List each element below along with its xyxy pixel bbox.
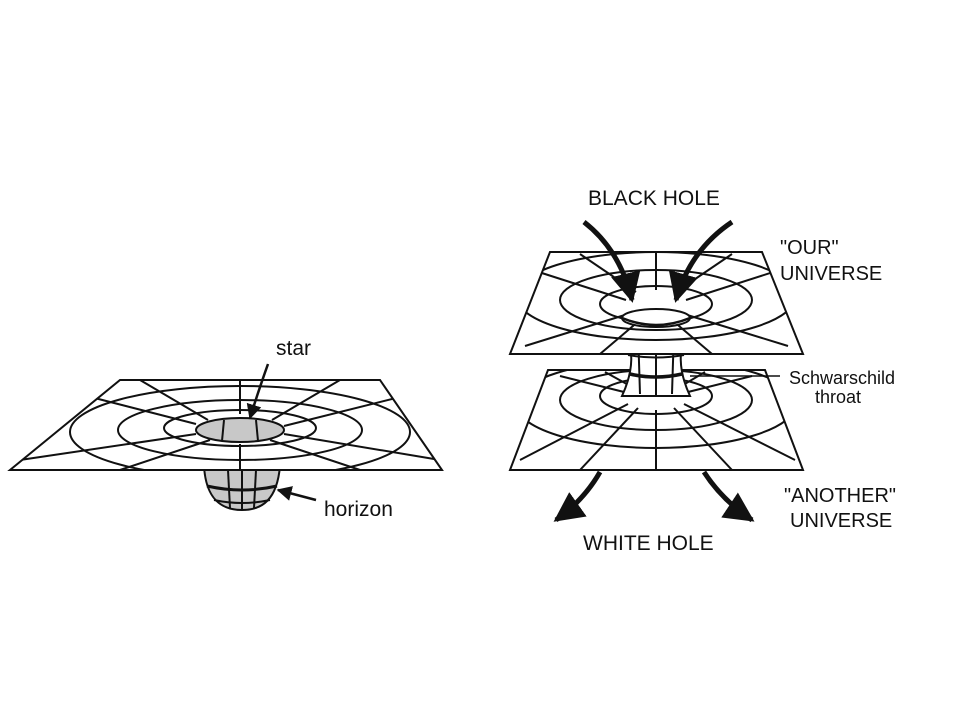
star-arrow xyxy=(246,363,270,420)
star-spacetime-diagram xyxy=(7,363,444,512)
throat-label-line1: Schwarschild xyxy=(789,368,895,388)
another-universe-label-line2: UNIVERSE xyxy=(790,510,892,532)
black-hole-arrow-right xyxy=(668,219,734,303)
horizon-bulb xyxy=(202,465,282,512)
wormhole-diagram xyxy=(508,219,805,523)
our-universe-label-line1: "OUR" xyxy=(780,237,839,259)
black-hole-label: BLACK HOLE xyxy=(588,187,720,210)
white-hole-arrow-left xyxy=(553,470,603,523)
throat-label-line2: throat xyxy=(815,387,861,407)
white-hole-arrow-right xyxy=(701,470,755,523)
horizon-arrow xyxy=(276,486,317,502)
black-hole-arrow-left xyxy=(582,220,641,303)
another-universe-label-line1: "ANOTHER" xyxy=(784,485,896,507)
horizon-label: horizon xyxy=(324,498,393,521)
our-universe-label-line2: UNIVERSE xyxy=(780,263,882,285)
star-surface xyxy=(195,417,285,443)
white-hole-label: WHITE HOLE xyxy=(583,532,714,555)
star-label: star xyxy=(276,337,311,360)
